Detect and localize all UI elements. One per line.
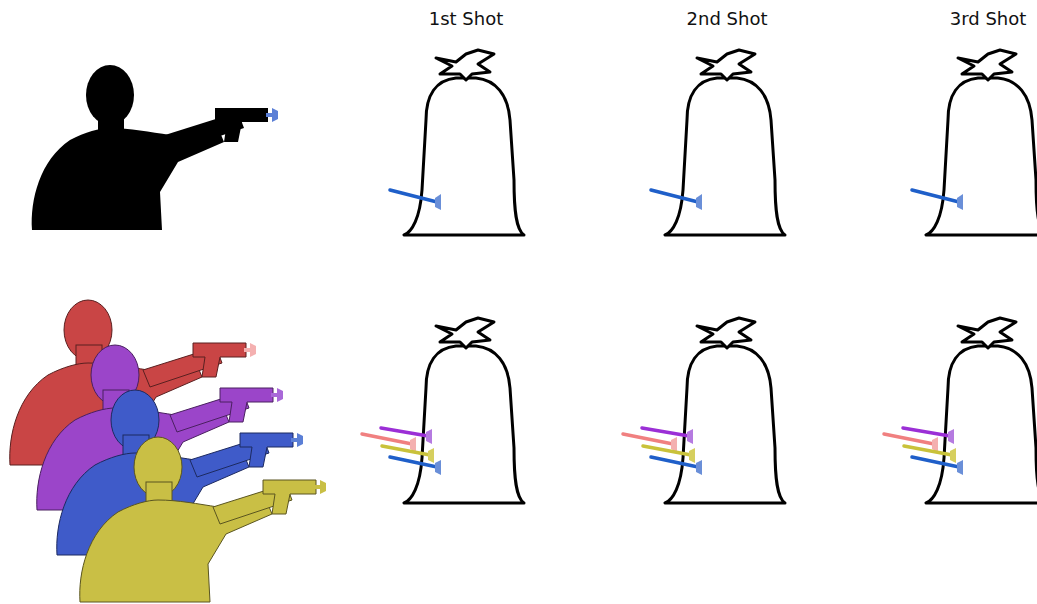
shooter-group: [10, 300, 326, 602]
bag-row-single: [390, 50, 1037, 235]
bag-row-group: [362, 318, 1037, 503]
column-heading: 1st Shot: [429, 8, 504, 30]
dart: [651, 190, 702, 210]
dart-cluster: [884, 428, 963, 475]
dart: [390, 190, 441, 210]
column-heading: 2nd Shot: [687, 8, 768, 30]
column-heading: 3rd Shot: [950, 8, 1027, 30]
dart: [912, 190, 963, 210]
dart-cluster: [623, 428, 702, 475]
yellow-shooter: [80, 437, 326, 602]
shooter-silhouette: [32, 65, 278, 230]
dart-cluster: [362, 428, 441, 475]
